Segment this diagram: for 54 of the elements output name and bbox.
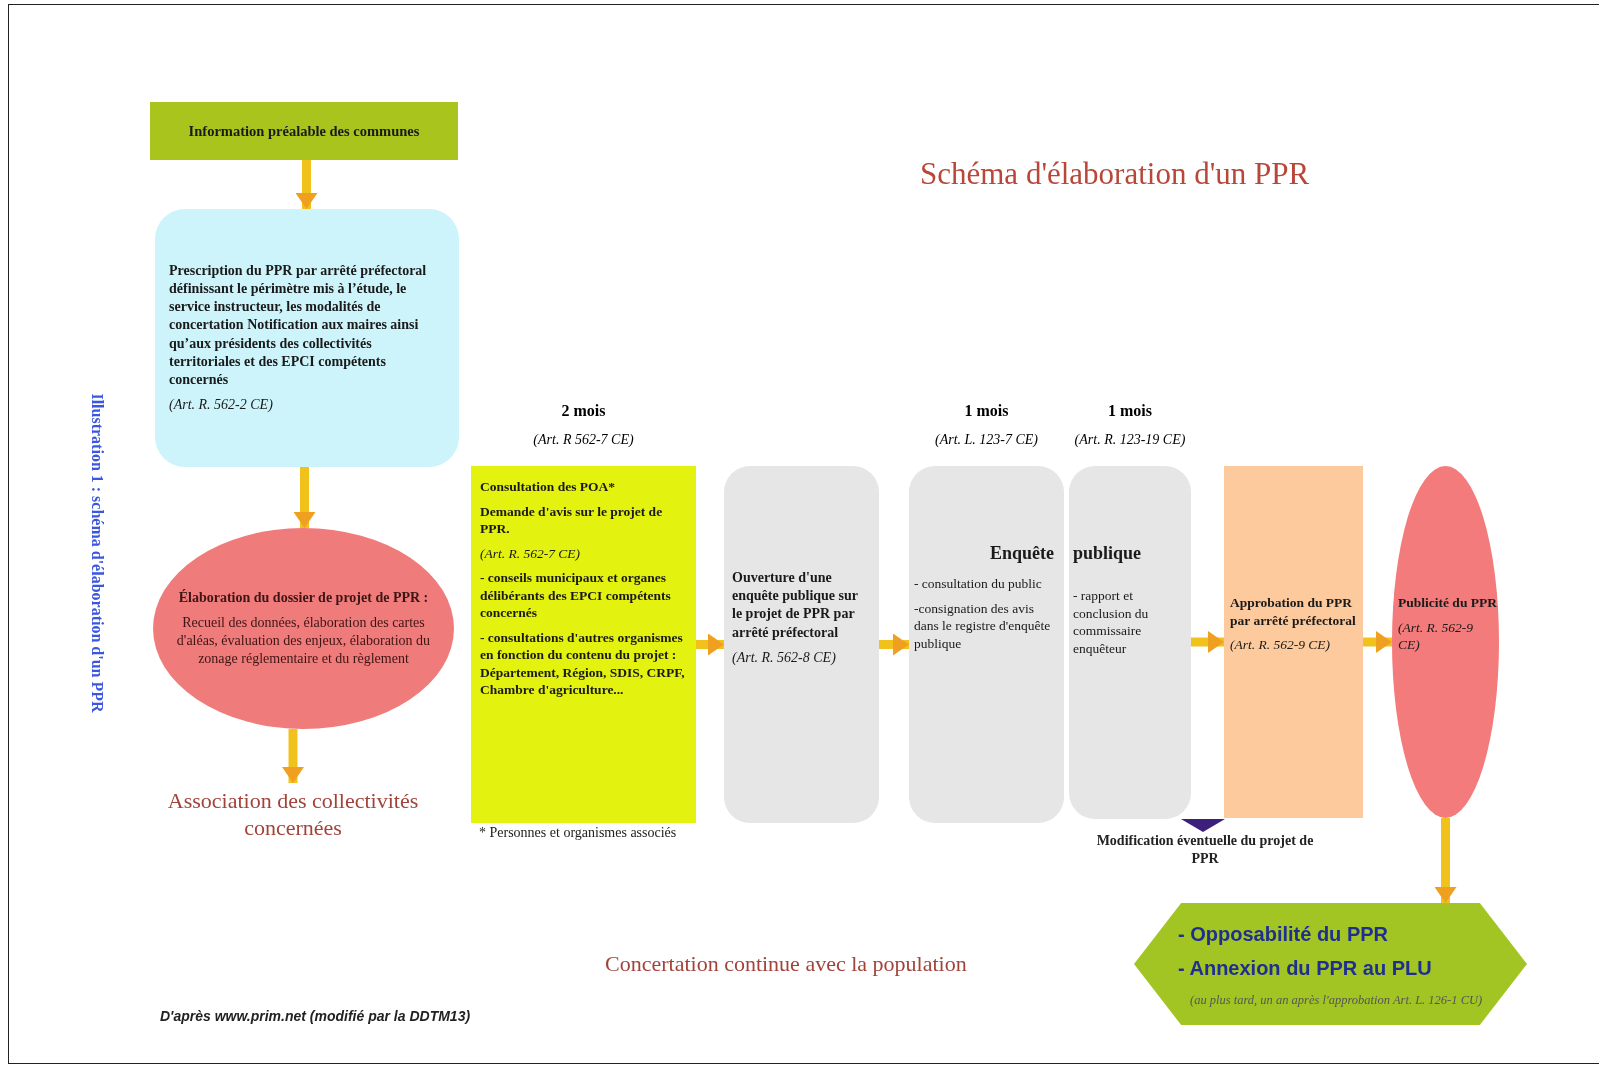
article-reference: (Art. R. 123-19 CE) bbox=[1073, 432, 1187, 448]
duration-label: 2 mois bbox=[560, 402, 607, 420]
node-text: - conseils municipaux et organes délibérants des EPCI compétents concernés bbox=[480, 569, 672, 622]
block-arrow bbox=[293, 467, 316, 528]
rounded-box bbox=[1069, 466, 1191, 819]
node-text: - Opposabilité du PPR bbox=[1178, 921, 1389, 947]
node-text: - consultations d'autres organismes en fonction du contenu du projet : Département, Région, SDIS, CRPF, Chambre d'agriculture... bbox=[480, 628, 686, 699]
source-text: D'après www.prim.net (modifié par la DDTM13) bbox=[160, 1008, 472, 1026]
node-text: (Art. R. 562-2 CE) bbox=[169, 396, 274, 415]
node-text: - Annexion du PPR au PLU bbox=[1178, 955, 1433, 981]
node-text: (Art. R. 562-9 CE) bbox=[1398, 618, 1474, 654]
process-box bbox=[471, 466, 696, 823]
node-text: -consignation des avis dans le registre d'enquête publique bbox=[914, 599, 1052, 653]
node-text: Ouverture d'une enquête publique sur le projet de PPR par arrêté préfectoral bbox=[732, 569, 859, 642]
footnote-text: * Personnes et organismes associés bbox=[479, 824, 678, 842]
note-label: Association des collectivités concernées bbox=[158, 783, 428, 845]
node-text: Consultation des POA* bbox=[480, 478, 617, 496]
block-arrow bbox=[1191, 631, 1224, 653]
rounded-box bbox=[724, 466, 879, 823]
ellipse-node bbox=[153, 528, 454, 729]
block-arrow bbox=[1434, 818, 1457, 903]
node-text: Élaboration du dossier de projet de PPR : bbox=[177, 588, 430, 607]
block-arrow bbox=[879, 633, 909, 656]
note-text: Modification éventuelle du projet de PPR bbox=[1095, 832, 1315, 867]
diagram-title: Schéma d'élaboration d'un PPR bbox=[920, 156, 1310, 192]
hexagon-node bbox=[1134, 903, 1527, 1025]
node-text: Enquête bbox=[989, 542, 1054, 565]
block-arrow bbox=[295, 160, 318, 209]
node-text: Approbation du PPR par arrêté préfectoral bbox=[1230, 594, 1357, 630]
node-text: (au plus tard, un an après l'approbation Art. L. 126-1 CU) bbox=[1189, 992, 1484, 1008]
node-text: - consultation du public bbox=[914, 575, 1043, 593]
figure-caption: Illustration 1 : schéma d'élaboration d'un PPR bbox=[88, 393, 106, 713]
rounded-box bbox=[909, 466, 1064, 823]
node-text: Information préalable des communes bbox=[187, 121, 421, 141]
node-text: Publicité du PPR bbox=[1398, 594, 1497, 612]
node-text: (Art. R. 562-7 CE) bbox=[480, 544, 582, 563]
process-box bbox=[150, 102, 458, 160]
ellipse-node bbox=[1392, 466, 1499, 818]
rounded-box bbox=[155, 209, 459, 467]
node-text: (Art. R. 562-8 CE) bbox=[732, 648, 837, 667]
node-text: Demande d'avis sur le projet de PPR. bbox=[480, 502, 664, 538]
block-arrow bbox=[696, 633, 724, 656]
node-text: publique bbox=[1073, 542, 1143, 565]
article-reference: (Art. R 562-7 CE) bbox=[532, 432, 635, 448]
duration-label: 1 mois bbox=[1107, 402, 1153, 420]
node-text: (Art. R. 562-9 CE) bbox=[1230, 636, 1332, 654]
block-arrow bbox=[282, 729, 304, 783]
duration-label: 1 mois bbox=[963, 402, 1010, 420]
node-text: Prescription du PPR par arrêté préfectoral définissant le périmètre mis à l’étude, le service instructeur, les modalités de concertation Notification aux maires ainsi qu’aux présidents des collectivités territoriales et des EPCI compétents concernés bbox=[169, 261, 428, 389]
note-text: Concertation continue avec la population bbox=[605, 950, 968, 978]
node-text: Recueil des données, élaboration des cartes d'aléas, évaluation des enjeux, élaboration du zonage réglementaire et du règlement bbox=[175, 613, 432, 669]
process-box bbox=[1224, 466, 1363, 818]
block-arrow bbox=[1363, 631, 1392, 653]
node-text: - rapport et conclusion du commissaire enquêteur bbox=[1073, 587, 1150, 658]
